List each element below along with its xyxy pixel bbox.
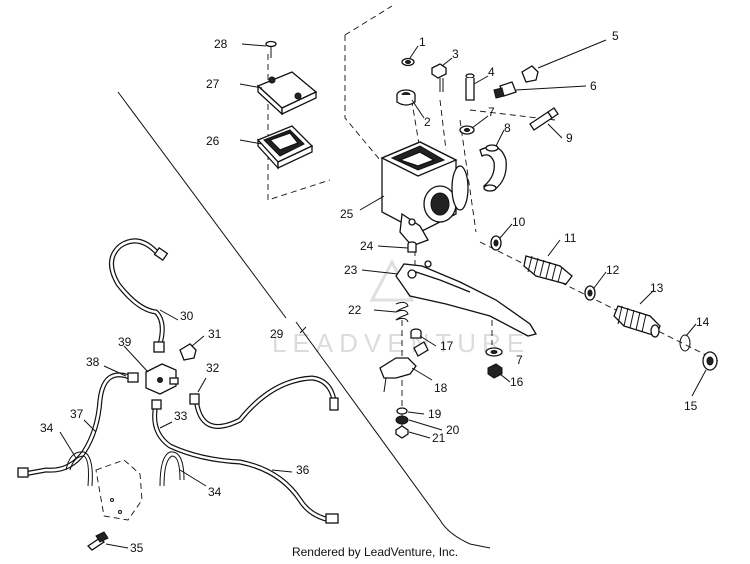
reservoir-cover-group <box>256 40 318 170</box>
bushing-24 <box>407 241 417 253</box>
washer-12 <box>584 285 596 301</box>
callout-6: 6 <box>590 79 597 93</box>
callout-36: 36 <box>296 463 310 477</box>
callout-2: 2 <box>424 115 431 129</box>
callout-34a: 34 <box>40 421 54 435</box>
callout-17: 17 <box>440 339 454 353</box>
master-cylinder-body-25 <box>380 141 469 247</box>
callout-26: 26 <box>206 134 220 148</box>
callout-13: 13 <box>650 281 664 295</box>
callout-21: 21 <box>432 431 446 445</box>
washer-19 <box>396 407 408 415</box>
washer-1 <box>401 57 415 67</box>
callout-18: 18 <box>434 381 448 395</box>
diaphragm-26 <box>256 125 314 170</box>
hose-clip-34-right <box>159 451 185 487</box>
screw-28 <box>265 40 277 58</box>
cap-5 <box>521 65 539 83</box>
bolt-35 <box>86 531 109 551</box>
callout-7a: 7 <box>488 105 495 119</box>
callout-29: 29 <box>270 327 284 341</box>
callout-14: 14 <box>696 315 710 329</box>
callout-20: 20 <box>446 423 460 437</box>
callout-10: 10 <box>512 215 526 229</box>
callouts: 1 2 3 4 5 6 7 8 9 10 11 12 13 14 15 16 1… <box>40 29 710 555</box>
callout-33: 33 <box>174 409 188 423</box>
callout-37: 37 <box>70 407 84 421</box>
leader-lines <box>59 39 707 549</box>
callout-1: 1 <box>419 35 426 49</box>
callout-3: 3 <box>452 47 459 61</box>
reservoir-cover-27 <box>256 71 318 116</box>
spring-11 <box>523 255 573 285</box>
washer-7-lower <box>485 347 503 357</box>
bolt-3 <box>431 63 447 92</box>
boot-13 <box>613 305 661 338</box>
callout-27: 27 <box>206 77 220 91</box>
callout-31: 31 <box>208 327 222 341</box>
callout-25: 25 <box>340 207 354 221</box>
callout-8: 8 <box>504 121 511 135</box>
callout-16: 16 <box>510 375 524 389</box>
callout-28: 28 <box>214 37 228 51</box>
bolt-9 <box>529 107 559 131</box>
callout-5: 5 <box>612 29 619 43</box>
watermark: LEADVENTURE <box>272 258 530 358</box>
nut-21 <box>395 425 409 439</box>
callout-12: 12 <box>606 263 620 277</box>
washer-10 <box>490 235 502 251</box>
watermark-text: LEADVENTURE <box>272 328 530 358</box>
callout-4: 4 <box>488 65 495 79</box>
divider-line <box>117 91 491 549</box>
callout-32: 32 <box>206 361 220 375</box>
callout-15: 15 <box>684 399 698 413</box>
callout-38: 38 <box>86 355 100 369</box>
washer-7-top <box>459 125 475 135</box>
callout-22: 22 <box>348 303 362 317</box>
switch-bracket-18 <box>379 341 429 393</box>
clamp-8 <box>479 144 507 192</box>
brake-lever-23 <box>395 260 538 337</box>
callout-39: 39 <box>118 335 132 349</box>
callout-30: 30 <box>180 309 194 323</box>
callout-11: 11 <box>564 231 577 245</box>
nut-16 <box>487 363 503 379</box>
pin-4 <box>465 73 475 101</box>
footer-credit: Rendered by LeadVenture, Inc. <box>291 545 459 559</box>
callout-35: 35 <box>130 541 144 555</box>
switch-6 <box>493 81 517 99</box>
grommet-2 <box>396 89 416 106</box>
cup-15 <box>702 351 718 371</box>
clip-14 <box>679 334 691 352</box>
callout-7b: 7 <box>516 353 523 367</box>
hose-assembly <box>17 238 339 524</box>
callout-9: 9 <box>566 131 573 145</box>
hose-clip-34-left <box>65 451 93 487</box>
mounting-plate <box>95 459 143 521</box>
bushing-17 <box>410 328 422 339</box>
callout-23: 23 <box>344 263 358 277</box>
washer-20 <box>395 415 409 425</box>
callout-24: 24 <box>360 239 374 253</box>
callout-34b: 34 <box>208 485 222 499</box>
callout-19: 19 <box>428 407 442 421</box>
spring-22 <box>395 301 409 323</box>
